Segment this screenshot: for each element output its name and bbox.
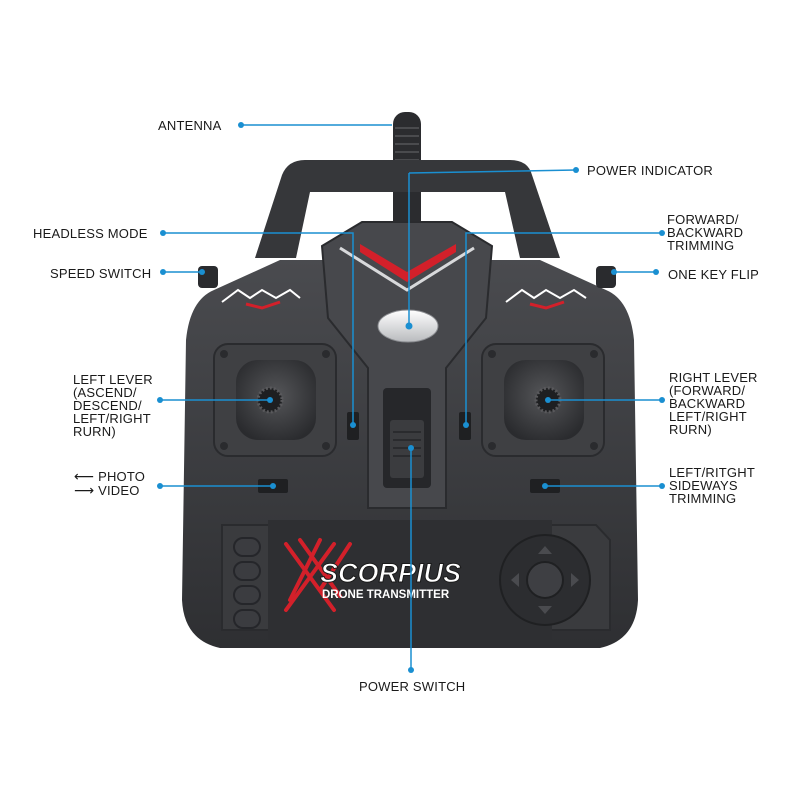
label-power-switch: POWER SWITCH bbox=[359, 679, 466, 694]
dpad-right-icon[interactable] bbox=[571, 573, 579, 587]
brand-name: SCORPIUS bbox=[320, 558, 461, 588]
side-buttons bbox=[233, 537, 261, 629]
label-headless-mode: HEADLESS MODE bbox=[33, 226, 148, 241]
dpad-up-icon[interactable] bbox=[538, 546, 552, 554]
arrow-right-icon: ⟶ bbox=[74, 483, 95, 499]
label-power-indicator: POWER INDICATOR bbox=[587, 163, 714, 178]
arrow-left-icon: ⟵ bbox=[74, 469, 95, 485]
label-one-key-flip: ONE KEY FLIP bbox=[668, 267, 760, 282]
center-panel bbox=[320, 221, 494, 509]
scorpius-x-logo bbox=[284, 538, 352, 612]
dpad-down-icon[interactable] bbox=[538, 606, 552, 614]
label-forward-backward-trimming: FORWARD/ BACKWARD TRIMMING bbox=[667, 212, 744, 253]
brand-subtitle: DRONE TRANSMITTER bbox=[322, 589, 450, 601]
label-sideways-trimming: LEFT/RITGHT SIDEWAYS TRIMMING bbox=[669, 465, 755, 506]
leader-lines bbox=[160, 124, 662, 670]
label-speed-switch: SPEED SWITCH bbox=[50, 266, 152, 281]
label-left-lever: LEFT LEVER (ASCEND/ DESCEND/ LEFT/RIGHT … bbox=[73, 372, 153, 439]
one-key-flip-button[interactable] bbox=[596, 266, 616, 288]
label-right-lever: RIGHT LEVER (FORWARD/ BACKWARD LEFT/RIGH… bbox=[669, 370, 758, 437]
shoulder-decor-right bbox=[505, 288, 587, 303]
label-photo-video: ⟵ PHOTO ⟶ VIDEO bbox=[74, 469, 146, 499]
leader-dots bbox=[157, 122, 665, 673]
carry-handle bbox=[255, 160, 560, 258]
dpad[interactable] bbox=[499, 534, 591, 626]
chevron-accent bbox=[360, 244, 456, 282]
dpad-left-icon[interactable] bbox=[511, 573, 519, 587]
shoulder-decor-left bbox=[221, 288, 301, 303]
label-antenna: ANTENNA bbox=[158, 118, 222, 133]
